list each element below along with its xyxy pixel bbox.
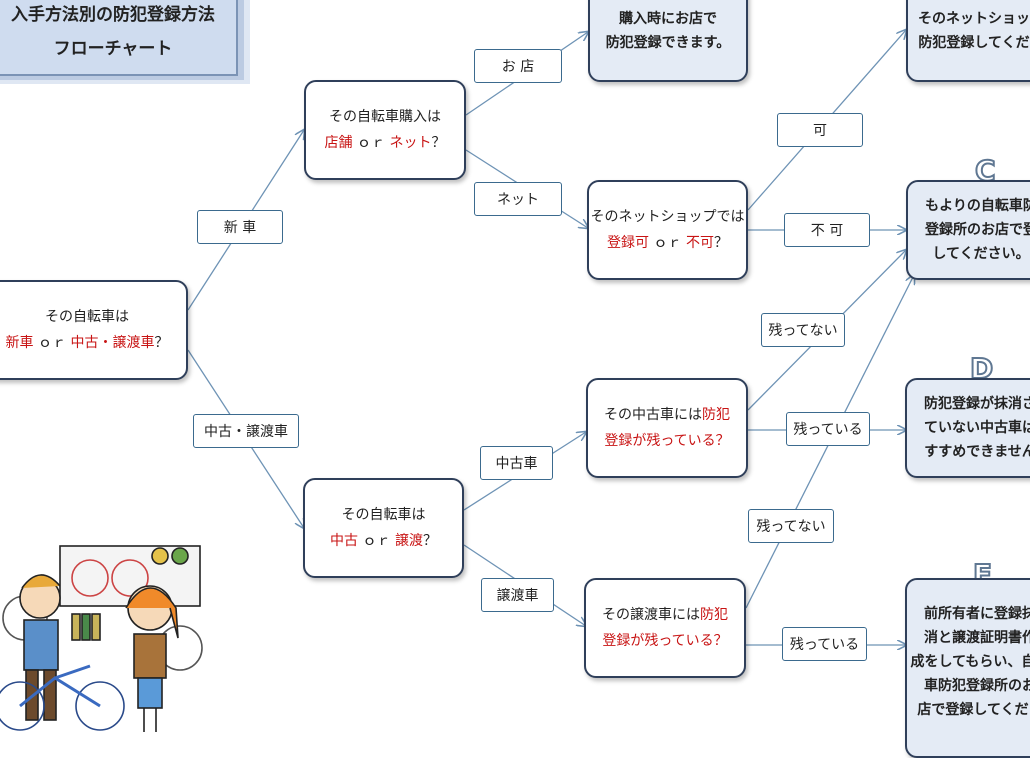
node-line1: その譲渡車には防犯 bbox=[586, 602, 744, 628]
result-line: 車防犯登録所のお bbox=[924, 678, 1030, 694]
option-a: 新車 bbox=[5, 335, 34, 351]
option-b: 中古・譲渡車 bbox=[70, 335, 155, 351]
node-pre: その中古車には bbox=[604, 407, 702, 423]
result-a: 購入時にお店で 防犯登録できます。 bbox=[588, 0, 748, 82]
node-line1: その中古車には防犯 bbox=[588, 402, 746, 428]
or-text: ｏｒ bbox=[38, 335, 66, 351]
result-line: 防犯登録できます。 bbox=[605, 35, 731, 51]
label-fuka: 不 可 bbox=[784, 213, 870, 247]
label-nokotteiru-2: 残っている bbox=[782, 627, 867, 661]
result-b: そのネットショップ 防犯登録してくださ bbox=[906, 0, 1030, 82]
node-red1: 防犯 bbox=[700, 607, 728, 623]
result-line: すすめできません bbox=[924, 444, 1030, 460]
node-pre: その譲渡車には bbox=[602, 607, 700, 623]
title-line1: 入手方法別の防犯登録方法 bbox=[11, 5, 215, 25]
node-new-purchase: その自転車購入は 店舗 ｏｒ ネット？ bbox=[304, 80, 466, 180]
node-line1: その自転車は bbox=[341, 507, 426, 523]
label-chuko-joto: 中古・譲渡車 bbox=[193, 414, 299, 448]
result-line: してください。 bbox=[932, 246, 1030, 262]
label-jotosha: 譲渡車 bbox=[481, 578, 554, 612]
node-line2: 登録可 ｏｒ 不可？ bbox=[589, 230, 746, 256]
result-line: 成をしてもらい、自転 bbox=[910, 654, 1030, 670]
label-ka: 可 bbox=[777, 113, 863, 147]
result-line: 登録所のお店で登 bbox=[925, 222, 1030, 238]
question-mark: ？ bbox=[713, 235, 728, 251]
result-line: 防犯登録してくださ bbox=[918, 35, 1030, 51]
option-b: 譲渡 bbox=[394, 533, 423, 549]
label-omise: お 店 bbox=[474, 49, 562, 83]
question-mark: ？ bbox=[422, 533, 437, 549]
node-root-line1: その自転車は bbox=[45, 309, 129, 325]
label-nokotteiru-1: 残っている bbox=[786, 412, 870, 446]
question-mark: ？ bbox=[154, 335, 169, 351]
option-a: 登録可 bbox=[607, 235, 650, 251]
or-text: ｏｒ bbox=[357, 135, 385, 151]
result-line: 防犯登録が抹消さ bbox=[924, 396, 1030, 412]
result-line: 店で登録してくださ bbox=[917, 702, 1030, 718]
node-line2: 登録が残っている？ bbox=[602, 633, 728, 649]
result-line: ていない中古車は bbox=[924, 420, 1030, 436]
node-root-line2: 新車 ｏｒ 中古・譲渡車？ bbox=[0, 330, 186, 356]
result-e: 前所有者に登録抹 消と譲渡証明書作 成をしてもらい、自転 車防犯登録所のお 店で… bbox=[905, 578, 1030, 758]
option-b: 不可 bbox=[685, 235, 714, 251]
node-line2: 店舗 ｏｒ ネット？ bbox=[306, 130, 464, 156]
node-transfer-check: その譲渡車には防犯 登録が残っている？ bbox=[584, 578, 746, 678]
node-line1: その自転車購入は bbox=[329, 109, 441, 125]
result-c: もよりの自転車防 登録所のお店で登 してください。 bbox=[906, 180, 1030, 280]
question-mark: ？ bbox=[431, 135, 446, 151]
result-d: 防犯登録が抹消さ ていない中古車は すすめできません bbox=[905, 378, 1030, 478]
or-text: ｏｒ bbox=[362, 533, 391, 549]
result-line: 消と譲渡証明書作 bbox=[924, 630, 1030, 646]
title-line2: フローチャート bbox=[53, 39, 173, 59]
node-used-or-transfer: その自転車は 中古 ｏｒ 譲渡？ bbox=[303, 478, 464, 578]
node-line2: 登録が残っている？ bbox=[604, 433, 730, 449]
label-chukosha: 中古車 bbox=[480, 446, 553, 480]
node-line2: 中古 ｏｒ 譲渡？ bbox=[305, 528, 462, 554]
result-line: 前所有者に登録抹 bbox=[924, 606, 1030, 622]
label-shinsha: 新 車 bbox=[197, 210, 283, 244]
bicycle-shop-illustration bbox=[0, 545, 203, 732]
option-a: 店舗 bbox=[324, 135, 353, 151]
label-netto: ネット bbox=[474, 182, 562, 216]
node-used-check: その中古車には防犯 登録が残っている？ bbox=[586, 378, 748, 478]
label-nokottenai-1: 残ってない bbox=[761, 313, 845, 347]
node-red1: 防犯 bbox=[702, 407, 730, 423]
node-line1: そのネットショップでは bbox=[590, 209, 745, 225]
label-nokottenai-2: 残ってない bbox=[748, 509, 834, 543]
result-line: もよりの自転車防 bbox=[925, 198, 1030, 214]
or-text: ｏｒ bbox=[653, 235, 682, 251]
node-netshop: そのネットショップでは 登録可 ｏｒ 不可？ bbox=[587, 180, 748, 280]
page-title: 入手方法別の防犯登録方法 フローチャート bbox=[0, 0, 238, 76]
result-line: 購入時にお店で bbox=[619, 11, 717, 27]
node-root: その自転車は 新車 ｏｒ 中古・譲渡車？ bbox=[0, 280, 188, 380]
result-line: そのネットショップ bbox=[918, 11, 1030, 27]
option-b: ネット bbox=[389, 135, 432, 151]
letter-c: C bbox=[974, 153, 997, 188]
option-a: 中古 bbox=[330, 533, 359, 549]
